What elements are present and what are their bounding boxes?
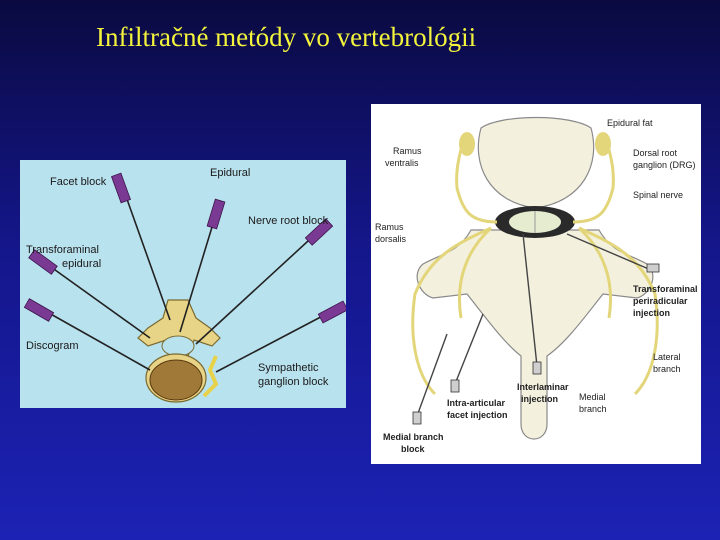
needle-hubs bbox=[23, 172, 346, 324]
nerves bbox=[411, 133, 659, 396]
label-transforaminal-periradicular: Transforaminal bbox=[633, 284, 698, 294]
spinal-cord bbox=[495, 206, 575, 238]
label-facet-injection: facet injection bbox=[447, 410, 508, 420]
needles bbox=[39, 187, 335, 373]
label-ramus-dorsalis-2: dorsalis bbox=[375, 234, 407, 244]
label-periradicular-injection: injection bbox=[633, 308, 671, 318]
label-interlaminar-injection: injection bbox=[521, 394, 559, 404]
label-medial-branch: Medial bbox=[579, 392, 606, 402]
spine-anatomy-diagram: Epidural fat Ramus ventralis Dorsal root… bbox=[371, 104, 701, 464]
label-medial-branch-block: Medial branch bbox=[383, 432, 444, 442]
label-intra-articular: Intra-articular bbox=[447, 398, 506, 408]
spine-cross-section-illustration bbox=[411, 116, 660, 440]
label-medial-branch-2: branch bbox=[579, 404, 607, 414]
label-block: block bbox=[401, 444, 425, 454]
label-sympathetic: Sympathetic bbox=[258, 362, 319, 374]
dorsal-root-ganglia bbox=[459, 132, 611, 156]
label-drg: ganglion (DRG) bbox=[633, 160, 696, 170]
vertebra-illustration bbox=[137, 299, 221, 403]
label-nerve-root-block: Nerve root block bbox=[248, 215, 329, 227]
label-transforaminal: Transforaminal bbox=[26, 244, 99, 256]
label-ganglion-block: ganglion block bbox=[258, 376, 329, 388]
label-ramus-dorsalis: Ramus bbox=[375, 222, 404, 232]
injection-needles bbox=[416, 233, 652, 417]
label-epidural: Epidural bbox=[210, 167, 251, 179]
label-spinal-nerve: Spinal nerve bbox=[633, 190, 684, 200]
vertebra-cross-section bbox=[416, 116, 654, 440]
injection-sites-diagram: Facet block Epidural Nerve root block Tr… bbox=[20, 160, 346, 408]
needle-hubs-right bbox=[412, 263, 660, 425]
injection-sites-illustration bbox=[23, 172, 346, 403]
label-discogram: Discogram bbox=[26, 340, 79, 352]
label-epidural-fat: Epidural fat bbox=[607, 118, 653, 128]
slide-title: Infiltračné metódy vo vertebrológii bbox=[96, 22, 477, 52]
label-transforaminal-epidural: epidural bbox=[62, 258, 102, 270]
label-dorsal-root: Dorsal root bbox=[633, 148, 678, 158]
label-ramus-ventralis-2: ventralis bbox=[385, 158, 419, 168]
label-interlaminar: Interlaminar bbox=[517, 382, 569, 392]
label-periradicular: periradicular bbox=[633, 296, 688, 306]
label-facet-block: Facet block bbox=[50, 176, 107, 188]
label-lateral-branch: Lateral bbox=[653, 352, 681, 362]
label-lateral-branch-2: branch bbox=[653, 364, 681, 374]
label-ramus-ventralis: Ramus bbox=[393, 146, 422, 156]
